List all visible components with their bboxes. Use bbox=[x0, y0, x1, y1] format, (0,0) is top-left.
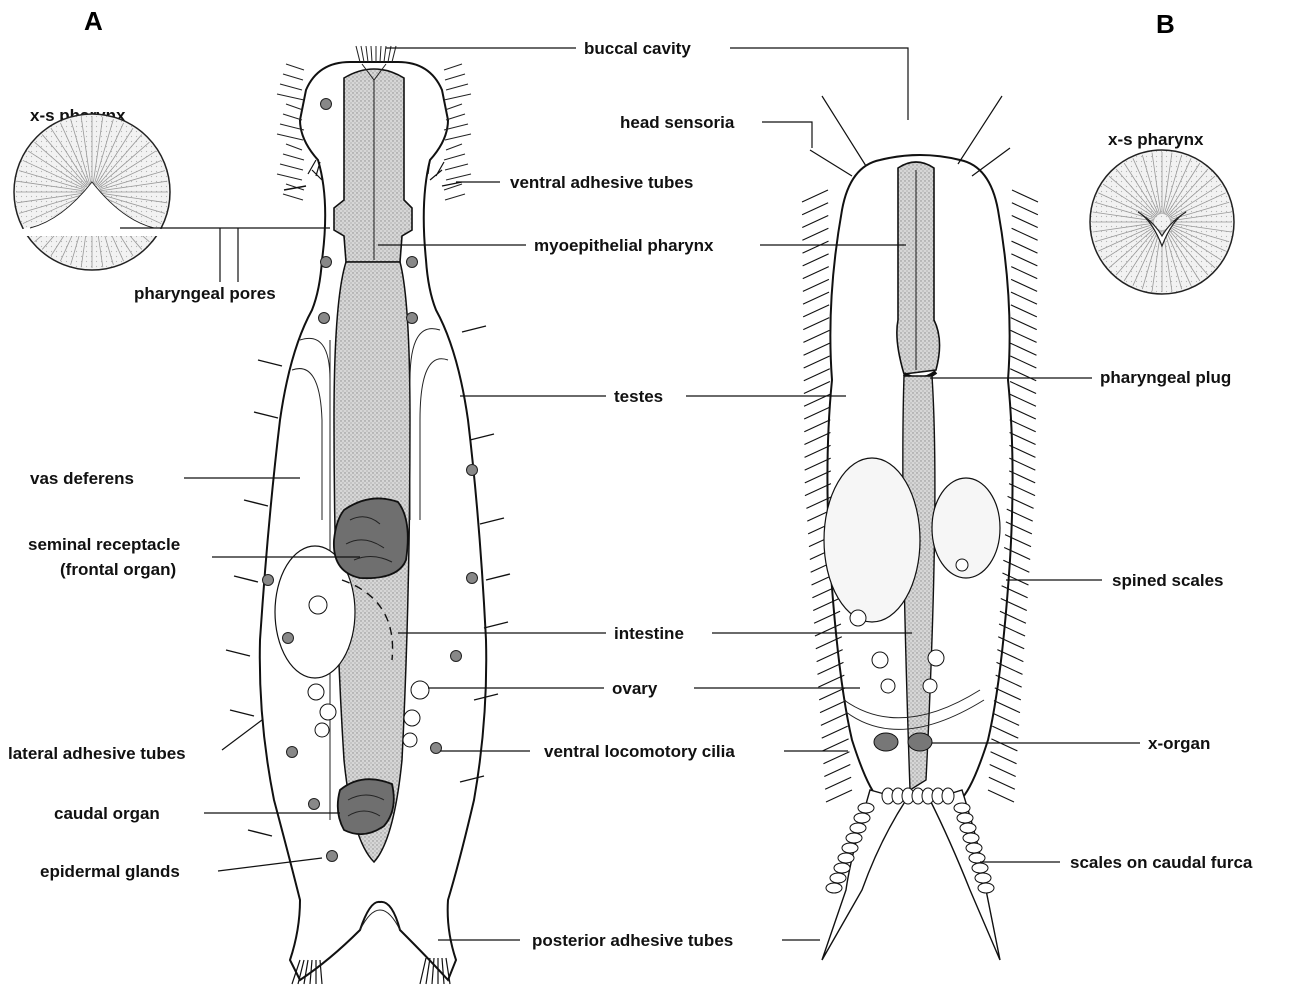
label-myoepithelial-pharynx: myoepithelial pharynx bbox=[534, 236, 714, 255]
seminal-receptacle-a bbox=[334, 498, 408, 578]
label-x-organ: x-organ bbox=[1148, 734, 1210, 753]
label-ovary: ovary bbox=[612, 679, 658, 698]
label-caudal-organ: caudal organ bbox=[54, 804, 160, 823]
cross-section-pharynx-b: x-s pharynx bbox=[1090, 130, 1234, 294]
cross-section-title-b: x-s pharynx bbox=[1108, 130, 1204, 149]
label-epidermal-glands: epidermal glands bbox=[40, 862, 180, 881]
label-vas-deferens: vas deferens bbox=[30, 469, 134, 488]
label-intestine: intestine bbox=[614, 624, 684, 643]
pharynx-b bbox=[897, 162, 940, 374]
label-scales-on-caudal-furca: scales on caudal furca bbox=[1070, 853, 1253, 872]
label-head-sensoria: head sensoria bbox=[620, 113, 735, 132]
panel-label-b: B bbox=[1156, 9, 1175, 39]
organism-a bbox=[226, 46, 510, 984]
x-organ-b bbox=[874, 733, 898, 751]
cross-section-pharynx-a: x-s pharynx bbox=[14, 106, 170, 270]
label-spined-scales: spined scales bbox=[1112, 571, 1224, 590]
label-ventral-adhesive-tubes: ventral adhesive tubes bbox=[510, 173, 693, 192]
label-pharyngeal-pores: pharyngeal pores bbox=[134, 284, 276, 303]
label-frontal-organ: (frontal organ) bbox=[60, 560, 176, 579]
pharynx-a bbox=[334, 69, 412, 262]
label-lateral-adhesive-tubes: lateral adhesive tubes bbox=[8, 744, 186, 763]
organism-b bbox=[802, 96, 1038, 960]
label-seminal-receptacle: seminal receptacle bbox=[28, 535, 180, 554]
label-pharyngeal-plug: pharyngeal plug bbox=[1100, 368, 1231, 387]
panel-label-a: A bbox=[84, 6, 103, 36]
label-posterior-adhesive-tubes: posterior adhesive tubes bbox=[532, 931, 733, 950]
label-ventral-locomotory-cilia: ventral locomotory cilia bbox=[544, 742, 735, 761]
label-buccal-cavity: buccal cavity bbox=[584, 39, 691, 58]
label-testes: testes bbox=[614, 387, 663, 406]
